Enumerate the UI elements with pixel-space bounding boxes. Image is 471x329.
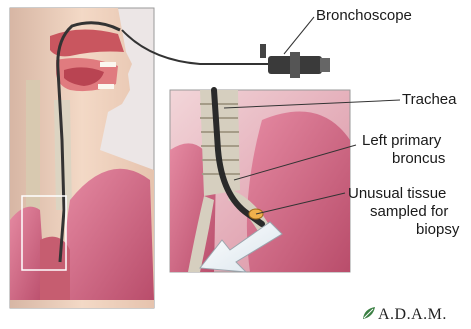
adam-logo: A.D.A.M. [378, 306, 447, 324]
unusual-tissue-label-line1: Unusual tissue [348, 186, 446, 202]
unusual-tissue-label-line3: biopsy [416, 222, 459, 238]
head-torso-cutaway [10, 8, 154, 308]
unusual-tissue-label-line2: sampled for [370, 204, 448, 220]
trachea-label: Trachea [402, 92, 456, 108]
left-primary-broncus-label-line2: broncus [392, 151, 445, 167]
left-primary-broncus-label-line1: Left primary [362, 133, 441, 149]
adam-leaf-icon [361, 305, 377, 321]
bronchoscope-label: Bronchoscope [316, 8, 412, 24]
